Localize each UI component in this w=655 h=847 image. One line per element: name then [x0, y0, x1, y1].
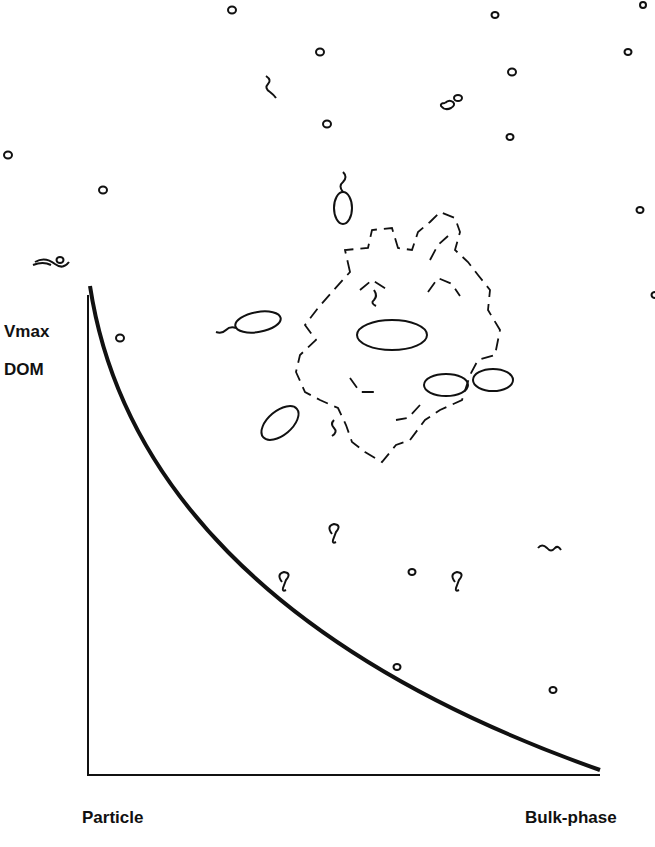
- particle-outline: [296, 212, 500, 462]
- axis-label: Bulk-phase: [525, 808, 617, 828]
- axis-label: DOM: [4, 360, 44, 380]
- axis-label: Particle: [82, 808, 143, 828]
- plot-axes: [88, 295, 600, 775]
- axis-label: Vmax: [4, 322, 49, 342]
- dom-gradient-curve: [90, 286, 600, 770]
